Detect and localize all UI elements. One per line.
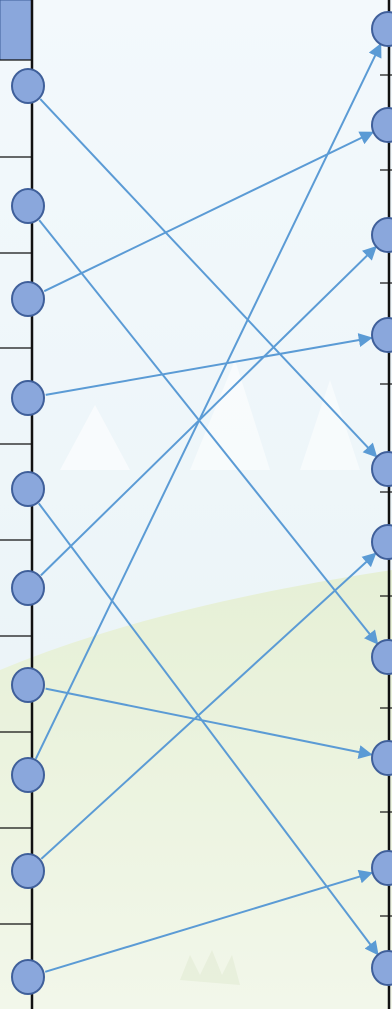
left-node-2[interactable] — [12, 189, 44, 223]
left-node-10[interactable] — [12, 960, 44, 994]
left-node-3[interactable] — [12, 282, 44, 316]
left-node-1[interactable] — [12, 69, 44, 103]
left-node-9[interactable] — [12, 854, 44, 888]
left-node-6[interactable] — [12, 571, 44, 605]
left-node-7[interactable] — [12, 668, 44, 702]
left-node-8[interactable] — [12, 758, 44, 792]
left-node-4[interactable] — [12, 381, 44, 415]
header-block — [0, 0, 32, 60]
left-node-5[interactable] — [12, 472, 44, 506]
